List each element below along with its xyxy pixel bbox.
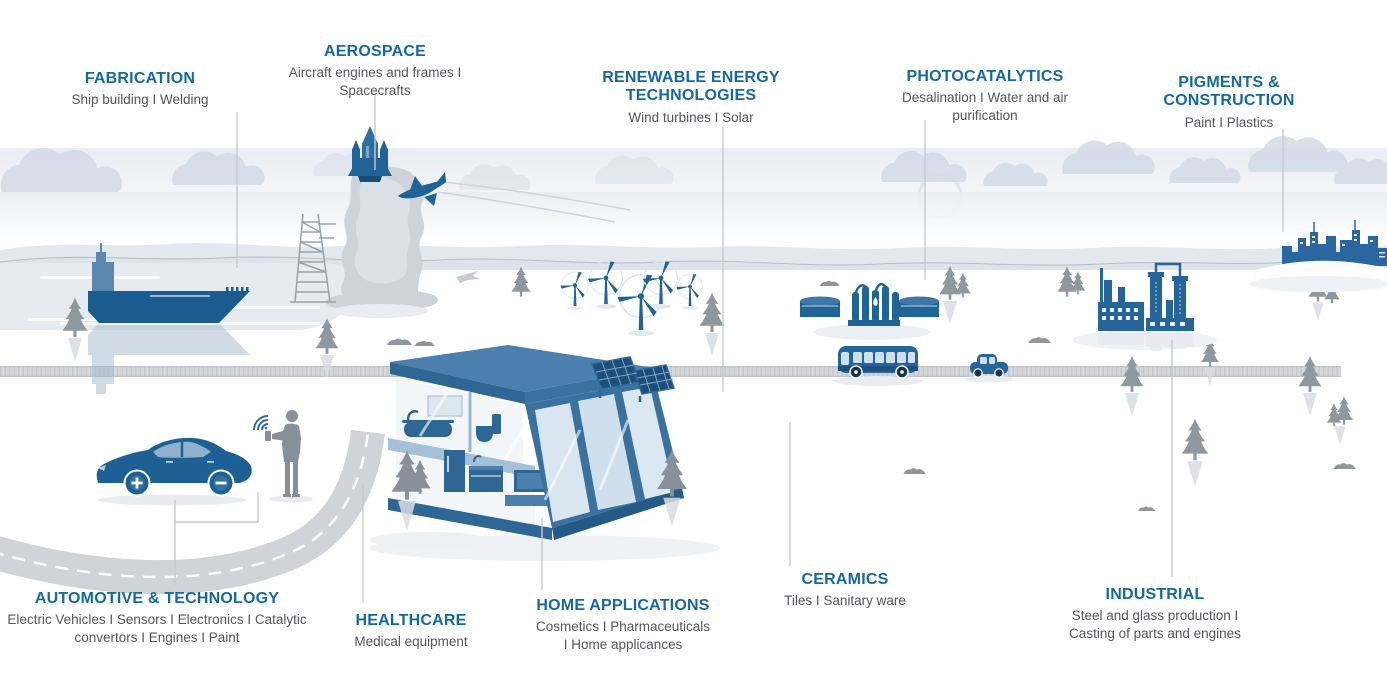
category-items: Electric Vehicles I Sensors I Electronic… <box>7 612 307 646</box>
category-title: RENEWABLE ENERGY TECHNOLOGIES <box>602 69 780 105</box>
tv-cabinet <box>505 495 557 506</box>
label-industrial: INDUSTRIAL Steel and glass production I … <box>1053 586 1258 643</box>
solar-panels <box>590 356 675 402</box>
label-healthcare: HEALTHCARE Medical equipment <box>301 612 521 651</box>
category-items: Steel and glass production I Casting of … <box>1069 608 1241 642</box>
category-title: PHOTOCATALYTICS <box>906 68 1064 85</box>
label-renewable-energy: RENEWABLE ENERGY TECHNOLOGIES Wind turbi… <box>579 69 804 127</box>
small-car <box>965 354 1013 383</box>
wheel-plus <box>123 469 151 497</box>
label-pigments-construction: PIGMENTS & CONSTRUCTION Paint I Plastics <box>1145 74 1313 132</box>
electric-car <box>96 437 252 506</box>
label-ceramics: CERAMICS Tiles I Sanitary ware <box>735 571 955 610</box>
kitchen <box>444 450 503 492</box>
category-title: CERAMICS <box>801 571 889 588</box>
bus <box>833 346 923 386</box>
category-title: AUTOMOTIVE & TECHNOLOGY <box>34 590 280 607</box>
aircraft <box>398 172 631 283</box>
category-items: Desalination I Water and air purificatio… <box>901 90 1069 124</box>
space-shuttle-launch <box>290 126 438 318</box>
label-automotive-technology: AUTOMOTIVE & TECHNOLOGY Electric Vehicle… <box>0 590 322 647</box>
category-title: AEROSPACE <box>324 43 426 60</box>
water-droplet <box>873 297 878 306</box>
curved-road <box>0 429 385 595</box>
label-aerospace: AEROSPACE Aircraft engines and frames I … <box>265 43 485 100</box>
category-title: PIGMENTS & CONSTRUCTION <box>1163 74 1295 110</box>
category-title: HOME APPLICATIONS <box>536 597 710 614</box>
category-title: INDUSTRIAL <box>1105 586 1205 603</box>
connector-automotive <box>174 492 259 585</box>
label-home-applications: HOME APPLICATIONS Cosmetics I Pharmaceut… <box>534 597 712 654</box>
distant-plane <box>456 271 480 283</box>
category-items: Ship building I Welding <box>71 92 209 108</box>
category-items: Aircraft engines and frames I Spacecraft… <box>288 65 462 99</box>
connector-lines <box>174 93 1284 603</box>
factory <box>1073 262 1217 351</box>
fridge <box>444 450 465 492</box>
category-items: Paint I Plastics <box>1184 114 1274 130</box>
water-treatment-plant <box>800 282 939 340</box>
contrails <box>437 181 631 223</box>
cargo-ship <box>60 243 320 394</box>
wifi-icon <box>253 415 269 431</box>
launch-tower <box>290 213 336 303</box>
toilet <box>476 414 501 442</box>
category-items: Wind turbines I Solar <box>628 109 754 125</box>
label-fabrication: FABRICATION Ship building I Welding <box>15 70 265 109</box>
ship-reflection <box>88 323 250 394</box>
wheel-minus <box>207 469 235 497</box>
sky <box>0 135 1387 252</box>
category-items: Tiles I Sanitary ware <box>784 593 906 609</box>
label-photocatalytics: PHOTOCATALYTICS Desalination I Water and… <box>885 68 1085 125</box>
person-with-smartphone <box>253 410 313 503</box>
airplane <box>398 172 447 206</box>
category-items: Cosmetics I Pharmaceuticals I Home appli… <box>535 619 711 653</box>
category-title: HEALTHCARE <box>355 612 467 629</box>
category-items: Medical equipment <box>354 634 468 650</box>
space-shuttle <box>348 126 392 182</box>
city-skyline <box>1250 220 1387 292</box>
modern-house <box>370 345 720 561</box>
category-title: FABRICATION <box>84 70 196 87</box>
